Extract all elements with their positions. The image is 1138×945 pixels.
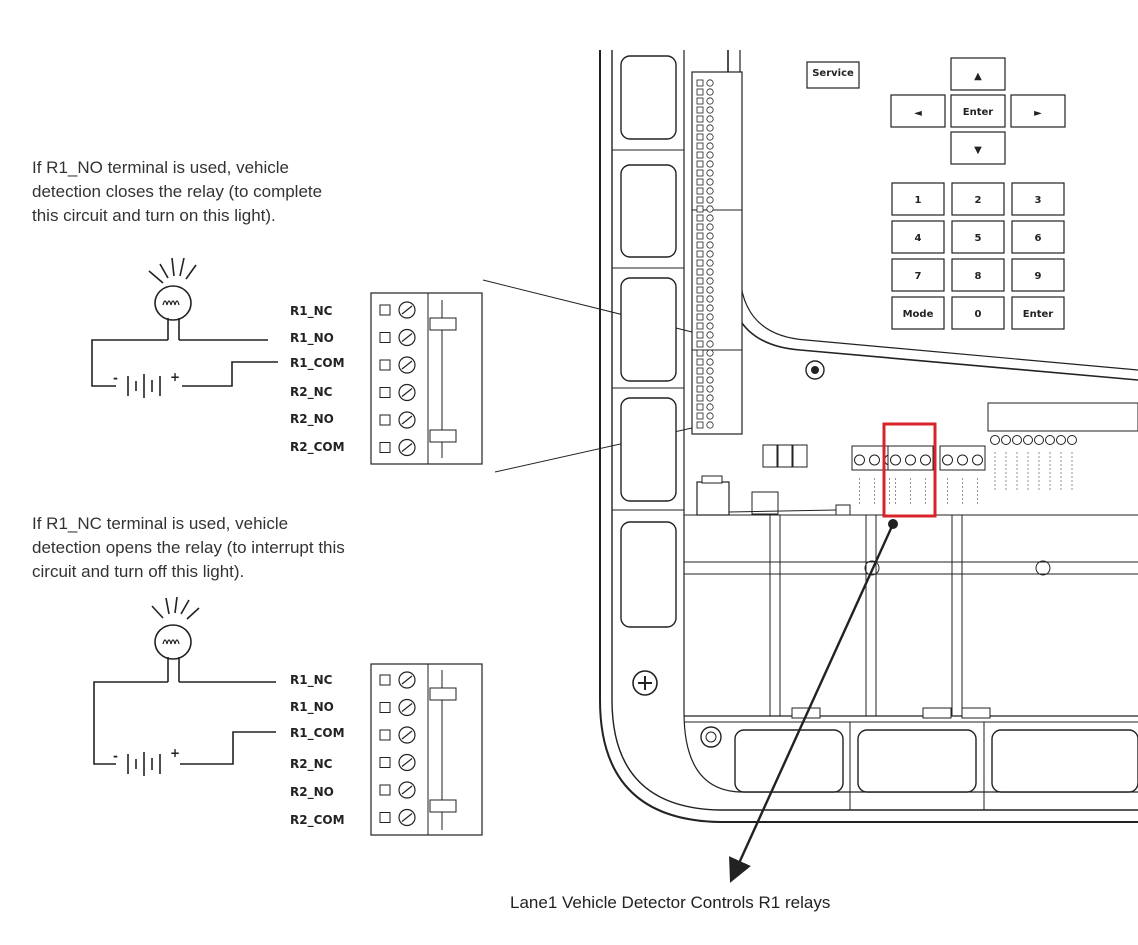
numpad-key-label: 3	[1035, 195, 1042, 206]
no-terminal-note: If R1_NO terminal is used, vehicle detec…	[32, 158, 323, 225]
arrow-up-icon: ▲	[974, 71, 982, 82]
terminal-block-top: R1_NC R1_NO R1_COM R2_NC R2_NO R2_COM	[290, 292, 483, 465]
terminal-slot	[379, 414, 391, 426]
numpad-key	[1011, 220, 1065, 254]
terminal-label: R1_NC	[290, 304, 333, 319]
terminal-label: R1_NO	[290, 331, 334, 346]
terminal-screw-icon	[1012, 435, 1022, 445]
terminal-screw-icon	[920, 454, 931, 466]
terminal-screw-icon	[1056, 435, 1066, 445]
service-key-label: Service	[812, 68, 854, 79]
lamp-rays-icon	[151, 596, 200, 620]
lamp-icon	[154, 285, 192, 321]
numpad-key	[951, 296, 1005, 330]
terminal-screw-icon	[972, 454, 983, 466]
numpad-key	[891, 258, 945, 292]
numpad-key	[891, 182, 945, 216]
terminal-slot	[379, 304, 391, 316]
terminal-block-bottom: R1_NC R1_NO R1_COM R2_NC R2_NO R2_COM	[290, 663, 483, 836]
enter-key	[950, 94, 1006, 128]
battery-icon	[127, 374, 161, 398]
terminal-label: R1_NO	[290, 700, 334, 715]
battery-minus-sign: -	[113, 371, 118, 385]
arrow-left-icon: ◄	[914, 108, 922, 119]
pointer-arrow	[729, 523, 895, 883]
arrow-right-icon: ►	[1034, 108, 1042, 119]
numpad-key-label: 5	[975, 233, 982, 244]
numpad-key	[951, 220, 1005, 254]
numpad-key-label: 4	[915, 233, 922, 244]
terminal-slot	[379, 784, 391, 796]
battery-plus-sign: +	[170, 746, 180, 760]
lamp-rays-icon	[148, 257, 197, 284]
terminal-label: R2_NC	[290, 757, 333, 772]
terminal-slot	[379, 812, 391, 823]
terminal-slot	[379, 702, 391, 713]
arrow-right-key	[1010, 94, 1066, 128]
terminal-screw-icon	[854, 454, 865, 466]
battery-plus-sign: +	[170, 370, 180, 384]
terminal-screw-icon	[890, 454, 901, 466]
numpad-key-label: 8	[975, 271, 982, 282]
arrow-down-key	[950, 131, 1006, 165]
circuit-nc: - +	[93, 596, 276, 776]
terminal-slot	[379, 674, 391, 686]
nc-terminal-note: If R1_NC terminal is used, vehicle detec…	[32, 514, 345, 581]
numpad-key-label: Mode	[903, 309, 934, 320]
arrow-up-key	[950, 57, 1006, 91]
terminal-screw-icon	[869, 454, 880, 466]
numpad-key	[1011, 258, 1065, 292]
terminal-screw-icon	[957, 454, 968, 466]
terminal-slot	[379, 729, 391, 741]
terminal-screw-icon	[1001, 435, 1011, 445]
numpad-key	[1011, 182, 1065, 216]
terminal-label: R1_COM	[290, 356, 345, 371]
terminal-screw-icon	[905, 454, 916, 466]
terminal-label: R2_NC	[290, 385, 333, 400]
battery-icon	[127, 752, 161, 776]
diagram-caption: Lane1 Vehicle Detector Controls R1 relay…	[510, 893, 831, 912]
numpad-key	[951, 182, 1005, 216]
terminal-screw-icon	[1023, 435, 1033, 445]
lamp-icon	[154, 624, 192, 660]
r1-relay-highlight	[882, 422, 937, 518]
terminal-screw-icon	[1067, 435, 1077, 445]
terminal-slot	[379, 359, 391, 371]
terminal-screw-icon	[1034, 435, 1044, 445]
arrow-down-icon: ▼	[974, 145, 982, 156]
circuit-no: - +	[91, 257, 278, 398]
numpad-key-label: 6	[1035, 233, 1042, 244]
terminal-screw-icon	[942, 454, 953, 466]
battery-minus-sign: -	[113, 749, 118, 763]
terminal-label: R1_NC	[290, 673, 333, 688]
terminal-label: R2_COM	[290, 440, 345, 455]
enter-key-label: Enter	[963, 107, 994, 118]
numpad-key-label: 1	[915, 195, 922, 206]
numpad-key-label: Enter	[1023, 309, 1054, 320]
terminal-label: R2_NO	[290, 412, 334, 427]
terminal-slot	[379, 442, 391, 453]
terminal-slot	[379, 332, 391, 343]
numpad-key-label: 7	[915, 271, 922, 282]
terminal-slot	[379, 387, 391, 398]
numpad-key-label: 2	[975, 195, 982, 206]
terminal-label: R2_COM	[290, 813, 345, 828]
numpad-key	[891, 296, 945, 330]
terminal-screw-icon	[1045, 435, 1055, 445]
numpad-key	[891, 220, 945, 254]
numpad-key	[1011, 296, 1065, 330]
terminal-label: R2_NO	[290, 785, 334, 800]
terminal-screw-icon	[990, 435, 1000, 445]
numpad-key-label: 9	[1035, 271, 1042, 282]
terminal-label: R1_COM	[290, 726, 345, 741]
arrow-left-key	[890, 94, 946, 128]
terminal-slot	[379, 757, 391, 768]
controller-board	[599, 50, 1138, 823]
service-key	[806, 61, 860, 89]
numpad-key	[951, 258, 1005, 292]
numpad-key-label: 0	[975, 309, 982, 320]
